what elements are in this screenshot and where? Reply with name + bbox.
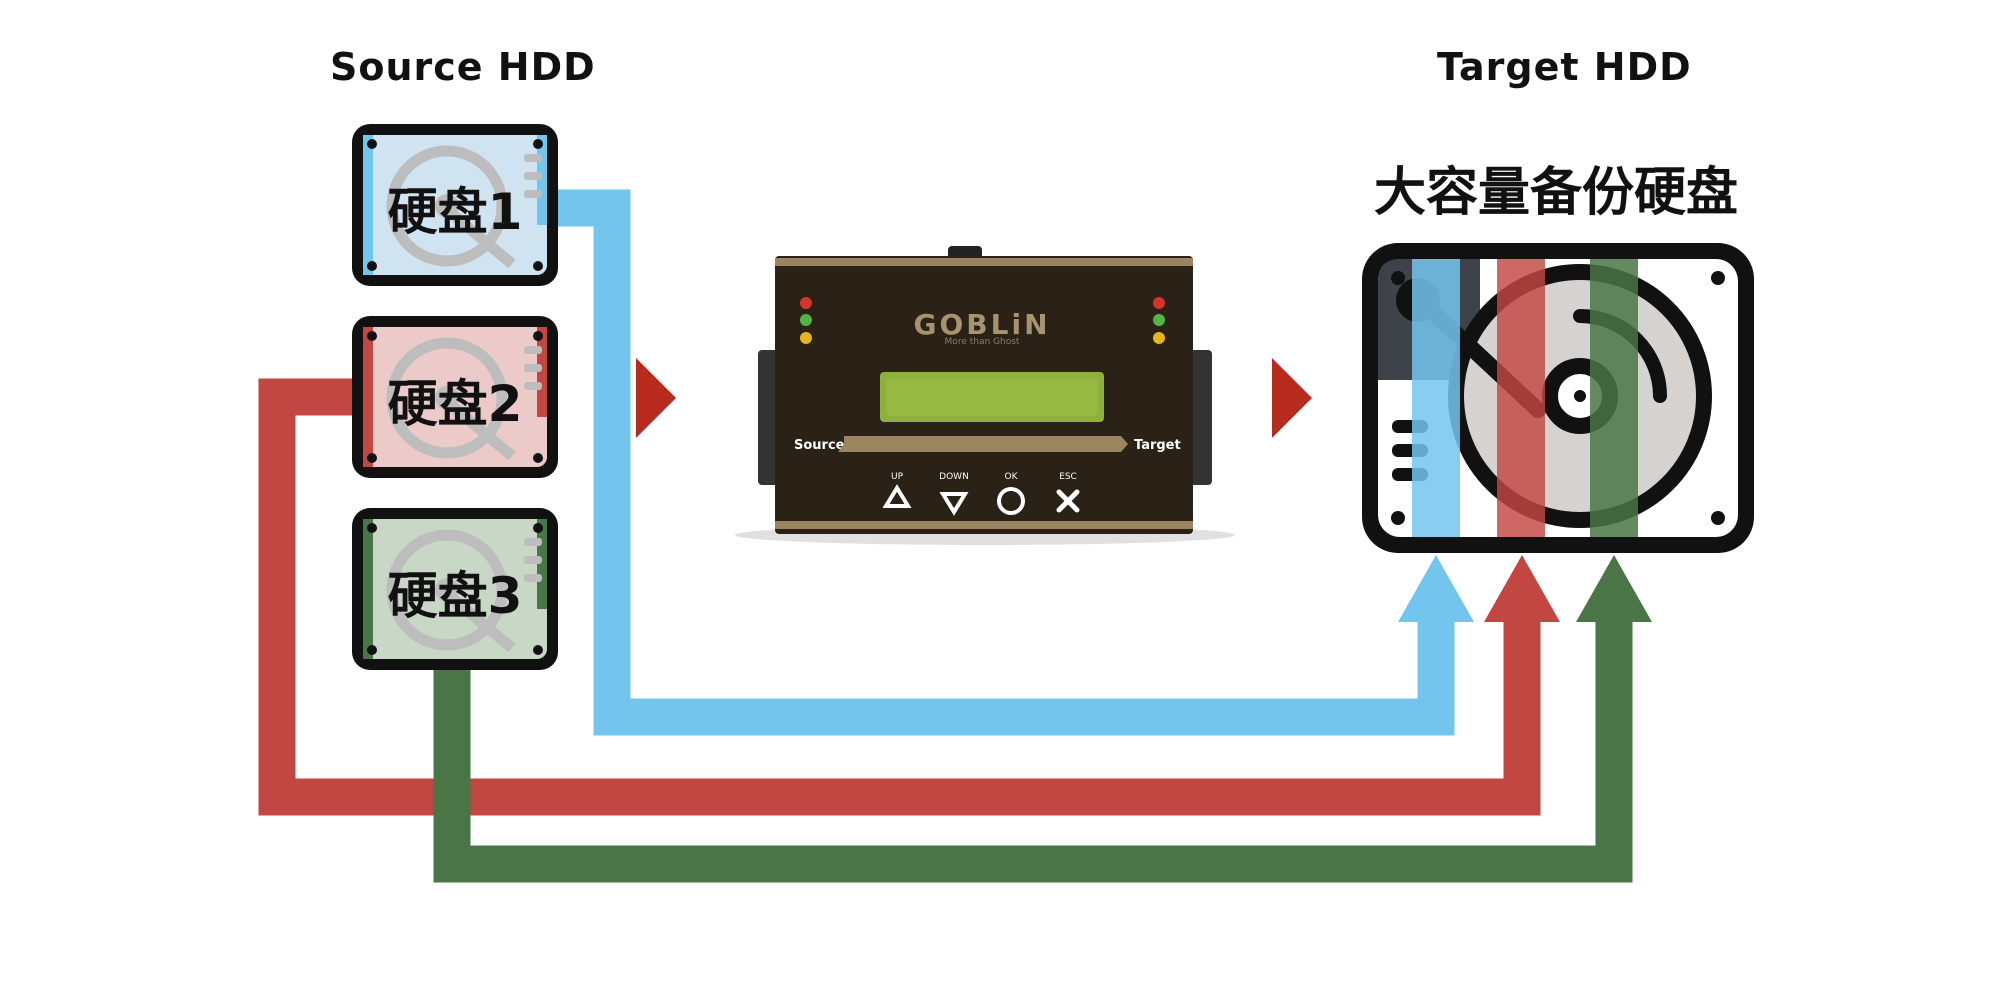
device-source-label: Source xyxy=(794,438,845,453)
source-heading: Source HDD xyxy=(330,45,596,89)
connector-green xyxy=(433,615,1633,883)
led-group-right xyxy=(1153,297,1165,344)
arrowhead-blue xyxy=(1398,555,1474,622)
target-band-red xyxy=(1497,259,1545,537)
target-heading: Target HDD xyxy=(1437,45,1692,89)
arrowhead-green xyxy=(1576,555,1652,622)
source-target-band xyxy=(838,436,1128,452)
goblin-duplicator-device: GOBLiN More than Ghost Source Target UP … xyxy=(735,246,1235,545)
target-disk xyxy=(1362,243,1754,553)
button-label-up: UP xyxy=(891,472,904,482)
connector-blue xyxy=(555,189,1455,736)
status-led-red xyxy=(1153,297,1165,309)
button-label-down: DOWN xyxy=(939,472,969,482)
flow-arrow-right xyxy=(1272,358,1312,438)
device-target-label: Target xyxy=(1134,438,1181,453)
source-disk-2 xyxy=(352,316,558,478)
source-disk-1-label: 硬盘1 xyxy=(387,183,523,241)
flow-arrow-left xyxy=(636,358,676,438)
arrowhead-red xyxy=(1484,555,1560,622)
source-disk-3-label: 硬盘3 xyxy=(387,567,523,625)
source-disk-2-label: 硬盘2 xyxy=(387,375,523,433)
status-led-yellow xyxy=(800,332,812,344)
button-label-ok: OK xyxy=(1005,472,1019,482)
source-disk-3 xyxy=(352,508,558,670)
target-disk-label: 大容量备份硬盘 xyxy=(1374,163,1739,223)
status-led-green xyxy=(800,314,812,326)
status-led-yellow xyxy=(1153,332,1165,344)
led-group-left xyxy=(800,297,812,344)
device-brand: GOBLiN xyxy=(914,308,1051,341)
status-led-green xyxy=(1153,314,1165,326)
triangle-up-icon[interactable] xyxy=(882,484,912,508)
source-disk-1 xyxy=(352,124,558,286)
circle-icon[interactable] xyxy=(997,487,1025,515)
status-led-red xyxy=(800,297,812,309)
target-band-green xyxy=(1590,259,1638,537)
target-band-blue xyxy=(1412,259,1460,537)
connector-lines xyxy=(258,189,1633,883)
cross-icon[interactable] xyxy=(1056,489,1080,513)
device-tagline: More than Ghost xyxy=(945,337,1020,347)
triangle-down-icon[interactable] xyxy=(939,492,969,516)
connector-arrowheads xyxy=(1398,555,1652,622)
button-label-esc: ESC xyxy=(1059,472,1077,482)
connector-red xyxy=(258,378,1541,816)
